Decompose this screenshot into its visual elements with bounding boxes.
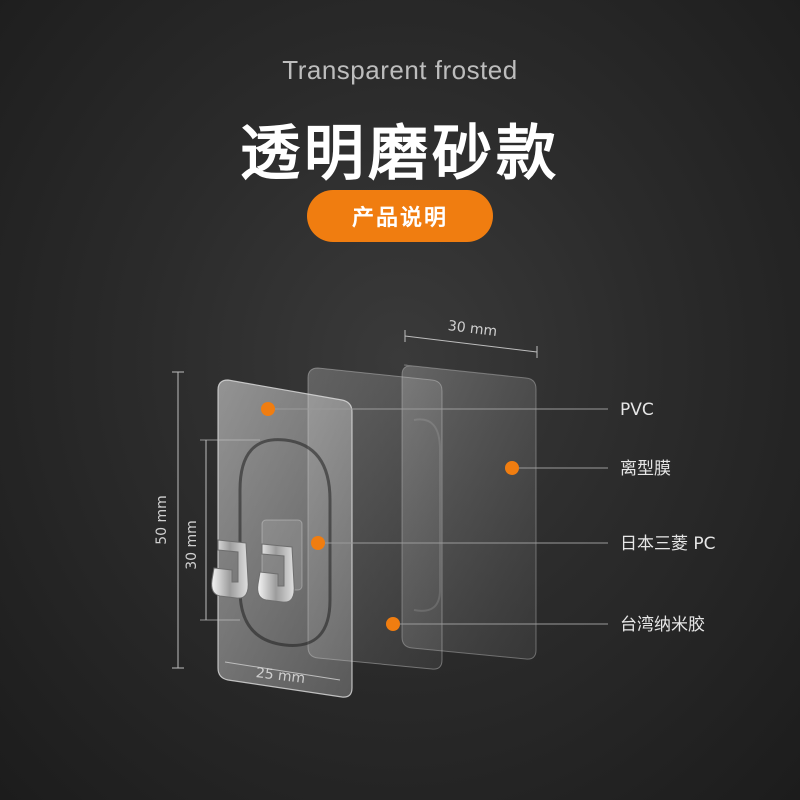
bottom-dimension: 25 mm — [224, 661, 341, 687]
callout-dot — [505, 461, 519, 475]
hook-right — [257, 543, 295, 603]
callout-label-pc: 日本三菱 PC — [620, 534, 716, 554]
top-width-label: 30 mm — [447, 318, 498, 340]
callout-release-film: 离型膜 — [505, 459, 671, 479]
hook-height-label: 30 mm — [184, 520, 200, 570]
height-total-label: 50 mm — [154, 495, 170, 545]
height-dimension: 50 mm — [154, 371, 184, 669]
callout-pvc: PVC — [261, 400, 654, 420]
callout-dot — [386, 617, 400, 631]
callout-label-release-film: 离型膜 — [620, 459, 671, 479]
callout-pc: 日本三菱 PC — [311, 534, 716, 554]
front-plate — [217, 379, 353, 698]
callout-label-pvc: PVC — [620, 400, 654, 420]
hook-height-dimension: 30 mm — [184, 439, 260, 621]
callout-dot — [261, 402, 275, 416]
product-info-badge: 产品说明 — [307, 190, 493, 242]
callout-dot — [311, 536, 325, 550]
bottom-width-label: 25 mm — [255, 665, 306, 687]
callout-label-nano-glue: 台湾纳米胶 — [620, 615, 705, 635]
subtitle-text: Transparent frosted — [282, 55, 518, 85]
page-title: 透明磨砂款 — [240, 119, 560, 189]
callout-nano-glue: 台湾纳米胶 — [386, 615, 705, 635]
hook-left — [211, 539, 249, 599]
top-dimension: 30 mm — [404, 318, 538, 358]
